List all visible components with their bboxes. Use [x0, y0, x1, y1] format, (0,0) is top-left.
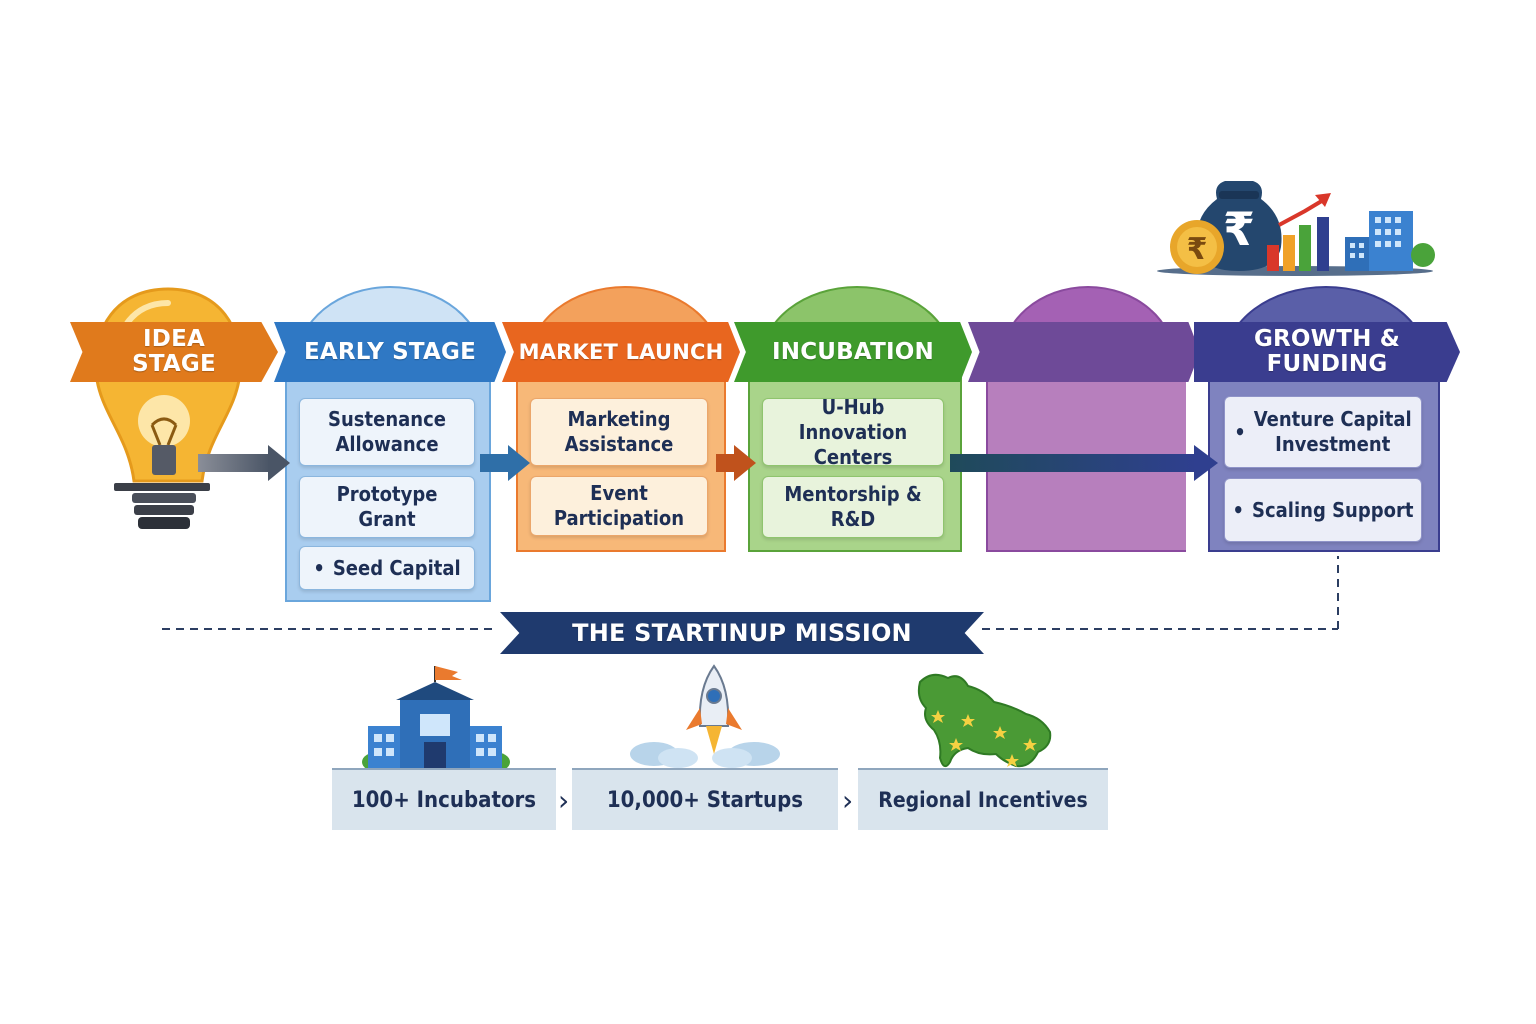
card-event-label: Event Participation — [553, 481, 685, 530]
stage-title-growth-line1: GROWTH & — [1253, 326, 1401, 352]
card-prototype-grant: Prototype Grant — [299, 476, 475, 538]
stage-title-idea: IDEA STAGE — [70, 322, 278, 382]
card-uhub-line2: Innovation Centers — [798, 419, 908, 469]
card-prototype-line1: Prototype — [336, 482, 438, 506]
mission-banner: THE STARTINUP MISSION — [500, 612, 984, 654]
stage-title-empty — [968, 322, 1200, 382]
stage-title-market: MARKET LAUNCH — [502, 322, 740, 382]
flow-arrow-early-market — [480, 454, 510, 472]
chevron-right-icon: › — [558, 784, 570, 817]
bullet-icon: • — [1234, 419, 1246, 444]
svg-text:₹: ₹ — [1223, 202, 1255, 256]
arrowhead-icon — [734, 445, 756, 481]
stage-title-early: EARLY STAGE — [274, 322, 506, 382]
arrowhead-icon — [268, 445, 290, 481]
card-marketing-line1: Marketing — [567, 407, 671, 431]
flow-arrow-idea-early — [198, 454, 270, 472]
chevron-right-icon: › — [842, 784, 854, 817]
card-seed-capital: • Seed Capital — [299, 546, 475, 590]
card-uhub-innovation-centers: U-Hub Innovation Centers — [762, 394, 944, 469]
card-mentorship-label: Mentorship & R&D — [784, 482, 922, 531]
bullet-icon: • — [1232, 497, 1245, 522]
card-scaling-label: Scaling Support — [1252, 497, 1414, 522]
stat-startups: 10,000+ Startups — [572, 768, 838, 830]
card-sustenance-line2: Allowance — [335, 432, 439, 456]
card-marketing-assistance: Marketing Assistance — [530, 398, 708, 466]
svg-text:₹: ₹ — [1187, 232, 1208, 267]
stage-title-growth: GROWTH & FUNDING — [1194, 322, 1460, 382]
stat-regional-incentives: Regional Incentives — [858, 768, 1108, 830]
stage-title-incubation: INCUBATION — [734, 322, 972, 382]
building-flag-icon — [362, 666, 510, 770]
arrowhead-icon — [1194, 445, 1218, 481]
stat-incubators: 100+ Incubators — [332, 768, 556, 830]
card-event-participation: Event Participation — [530, 476, 708, 536]
card-sustenance-line1: Sustenance — [328, 407, 446, 431]
card-marketing-line2: Assistance — [564, 432, 674, 456]
card-scaling-support: • Scaling Support — [1224, 478, 1422, 542]
card-venture-lines: Venture Capital Investment — [1254, 407, 1412, 457]
card-uhub-line1: U-Hub — [821, 394, 885, 419]
card-venture-line1: Venture Capital — [1253, 407, 1412, 431]
flow-arrow-incubation-growth — [950, 454, 1196, 472]
stage-title-idea-line1: IDEA — [143, 326, 205, 352]
stage-title-idea-line2: STAGE — [132, 351, 216, 377]
card-venture-line2: Investment — [1275, 432, 1391, 456]
card-venture-capital-investment: • Venture Capital Investment — [1224, 396, 1422, 468]
flow-arrow-market-incubation — [716, 454, 736, 472]
card-seed-label: Seed Capital — [332, 555, 461, 580]
stage-title-growth-line2: FUNDING — [1266, 351, 1388, 377]
bullet-icon: • — [313, 555, 325, 580]
card-prototype-line2: Grant — [358, 507, 416, 531]
rupee-moneybag-growth-icon: ₹ ₹ — [1157, 181, 1435, 276]
card-mentorship-rd: Mentorship & R&D — [762, 476, 944, 538]
state-map-icon — [917, 673, 1052, 768]
card-sustenance-allowance: Sustenance Allowance — [299, 398, 475, 466]
arrowhead-icon — [508, 445, 530, 481]
rocket-icon — [630, 664, 780, 768]
